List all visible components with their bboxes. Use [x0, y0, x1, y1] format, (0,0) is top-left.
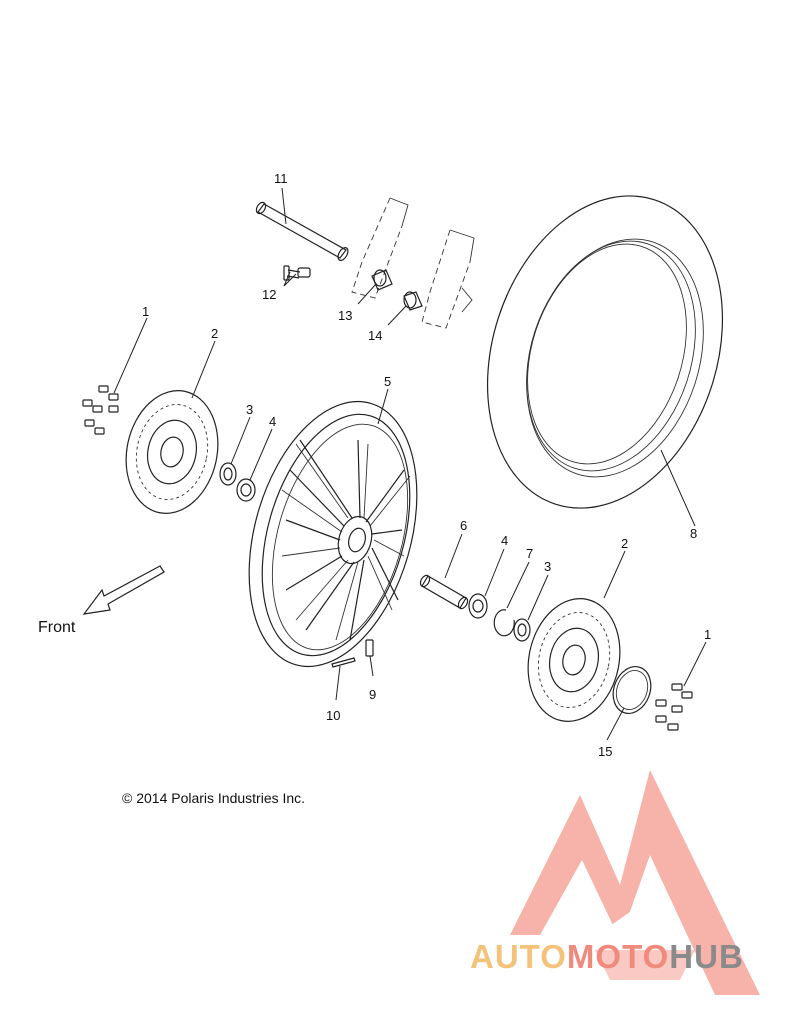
reluctor-ring [612, 666, 652, 714]
callout-6: 6 [460, 518, 467, 533]
wordmark-moto: MOTO [566, 938, 670, 975]
callout-14: 14 [368, 328, 382, 343]
wordmark-auto: AUTO [470, 938, 567, 975]
callout-7: 7 [526, 546, 533, 561]
seal-left [219, 462, 237, 486]
brake-rotor-left [125, 390, 219, 514]
tire [486, 195, 724, 509]
spacer-14 [403, 291, 423, 311]
callout-2-right: 2 [621, 536, 628, 551]
callout-13: 13 [338, 308, 352, 323]
balance-weight [331, 657, 356, 668]
rotor-bolts-right [655, 683, 693, 731]
automotohub-logo [510, 770, 760, 995]
brake-rotor-right [527, 598, 621, 722]
callout-8: 8 [690, 526, 697, 541]
axle [255, 201, 349, 261]
callout-15: 15 [598, 744, 612, 759]
bearing-right [468, 593, 488, 619]
callout-9: 9 [369, 687, 376, 702]
callout-2-left: 2 [211, 326, 218, 341]
automotohub-wordmark: AUTOMOTOHUB [470, 938, 800, 978]
wordmark-hub: HUB [669, 938, 744, 975]
front-direction-arrow [82, 565, 165, 615]
callout-11: 11 [274, 171, 288, 186]
callout-3-left: 3 [246, 402, 253, 417]
callout-12: 12 [262, 287, 276, 302]
callout-5: 5 [384, 374, 391, 389]
copyright-notice: © 2014 Polaris Industries Inc. [122, 790, 306, 806]
bearing-left [236, 478, 256, 502]
callout-1-right: 1 [704, 627, 711, 642]
rotor-bolts-left [82, 385, 119, 435]
callout-10: 10 [326, 708, 340, 723]
front-label: Front [38, 619, 76, 636]
valve-stem [365, 639, 374, 657]
fork-leg-left [351, 197, 409, 299]
seal-right [513, 618, 531, 642]
callout-4-left: 4 [269, 414, 276, 429]
circlip [493, 609, 515, 637]
callout-3-right: 3 [544, 559, 551, 574]
callout-4-right: 4 [501, 533, 508, 548]
callout-1-left: 1 [142, 304, 149, 319]
fork-leg-right [421, 229, 475, 329]
leader-lines [113, 187, 707, 741]
wheel [248, 400, 418, 668]
center-spacer [419, 574, 469, 610]
spacer-13 [371, 269, 393, 291]
